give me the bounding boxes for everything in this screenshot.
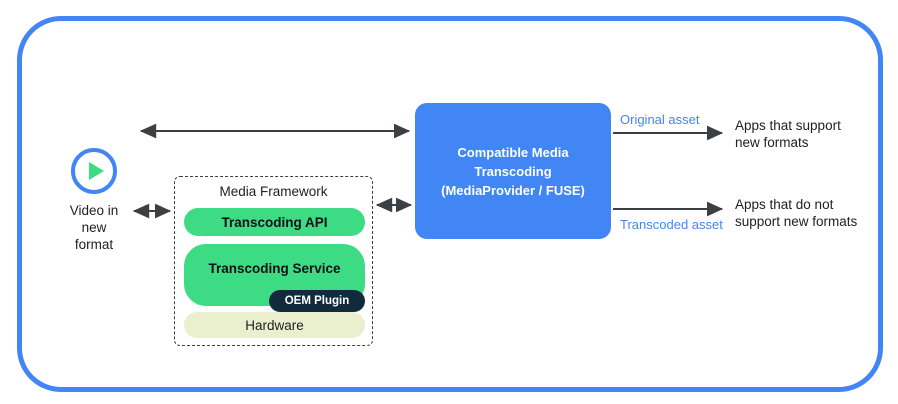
compatible-media-transcoding-box: Compatible Media Transcoding (MediaProvi…: [415, 103, 611, 239]
layer-hardware: Hardware: [184, 312, 365, 338]
media-framework-title: Media Framework: [219, 184, 328, 199]
play-triangle-icon: [89, 162, 104, 180]
media-framework-container: Media Framework Transcoding API Transcod…: [174, 176, 373, 346]
label-transcoded-asset: Transcoded asset: [620, 217, 723, 232]
layer-transcoding-api: Transcoding API: [184, 208, 365, 236]
badge-oem-plugin: OEM Plugin: [269, 290, 365, 312]
label-apps-that-support-new-formats: Apps that support new formats: [735, 118, 841, 150]
play-circle-icon: [71, 148, 117, 194]
video-source-caption: Video in new format: [69, 203, 119, 252]
label-original-asset: Original asset: [620, 112, 700, 127]
video-source-group: Video in new format: [47, 148, 141, 253]
label-apps-that-do-not-support-new-formats: Apps that do not support new formats: [735, 197, 858, 229]
